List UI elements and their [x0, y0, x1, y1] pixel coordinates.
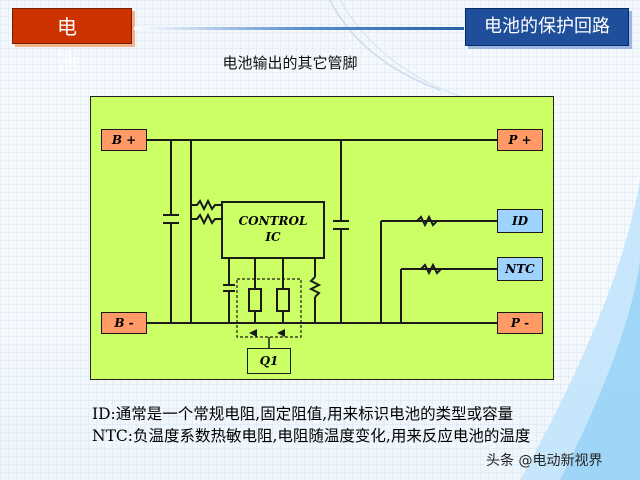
page-title: 电池的保护回路 [465, 8, 629, 46]
ntc-resistor [420, 262, 442, 276]
diode-1 [249, 329, 257, 337]
pin-id: ID [497, 209, 543, 233]
fet-2 [276, 288, 290, 312]
note-ntc: NTC:负温度系数热敏电阻,电阻随温度变化,用来反应电池的温度 [92, 427, 531, 445]
title-divider [134, 27, 464, 30]
pin-p-minus: P - [497, 312, 543, 334]
notes: ID:通常是一个常规电阻,固定阻值,用来标识电池的类型或容量 NTC:负温度系数… [92, 403, 612, 447]
q1-label: Q1 [247, 348, 291, 374]
pin-p-plus: P + [497, 129, 543, 151]
id-resistor [416, 214, 438, 228]
watermark: 头条 @电动新视界 [486, 453, 603, 469]
pin-b-minus: B - [101, 312, 147, 334]
note-id: ID:通常是一个常规电阻,固定阻值,用来标识电池的类型或容量 [92, 405, 514, 423]
fet-1 [248, 288, 262, 312]
resistor-2 [191, 212, 221, 226]
q1-boundary [236, 278, 302, 338]
diagram-subtitle: 电池输出的其它管脚 [222, 54, 358, 72]
section-title: 电 池 [12, 8, 132, 75]
control-ic: CONTROL IC [221, 201, 325, 259]
resistor-3 [308, 276, 322, 298]
diode-2 [277, 329, 285, 337]
control-ic-line2: IC [265, 230, 281, 244]
pin-ntc: NTC [497, 257, 543, 281]
circuit-diagram: B + B - P + P - ID NTC CONTROL IC Q1 [90, 96, 554, 380]
circuit-wires [147, 139, 497, 348]
pin-b-plus: B + [101, 129, 147, 151]
control-ic-line1: CONTROL [238, 214, 308, 228]
resistor-1 [191, 198, 221, 212]
